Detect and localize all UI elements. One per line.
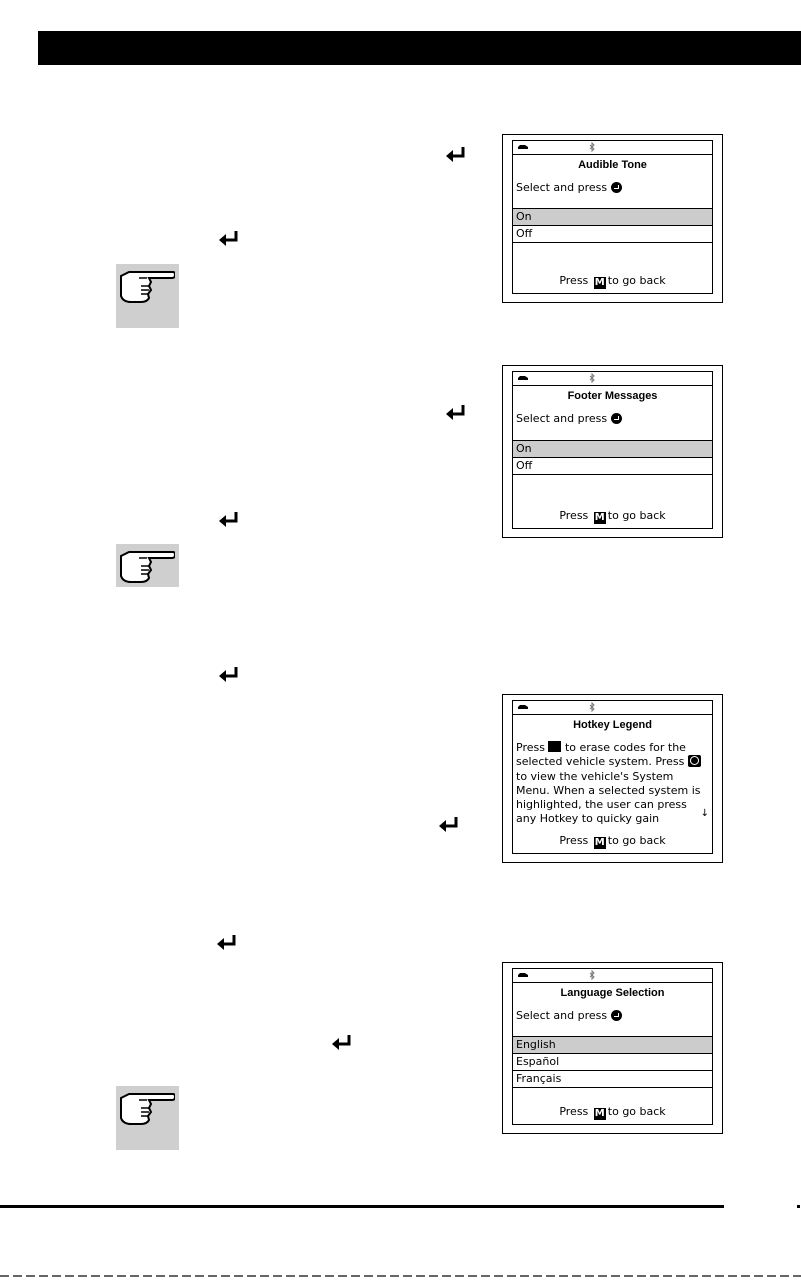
pointing-hand-note-icon — [116, 544, 179, 587]
car-icon — [518, 145, 528, 149]
car-icon — [518, 705, 528, 709]
option-off[interactable]: Off — [513, 225, 712, 243]
screen-title: Audible Tone — [578, 159, 647, 171]
enter-key-icon — [438, 816, 460, 834]
enter-key-icon — [218, 511, 240, 529]
option-list: On Off — [513, 208, 712, 243]
status-bar — [513, 969, 712, 983]
option-on[interactable]: On — [513, 208, 712, 225]
m-key-icon: M — [593, 1108, 606, 1120]
screen-prompt: Select and press — [516, 412, 623, 425]
option-list: English Español Français — [513, 1036, 712, 1088]
option-english[interactable]: English — [513, 1036, 712, 1053]
enter-key-icon — [216, 934, 238, 952]
m-key-icon: M — [593, 277, 606, 289]
hotkey-legend-screen: Hotkey Legend Press to erase codes for t… — [502, 694, 723, 863]
option-list: On Off — [513, 440, 712, 475]
language-selection-screen: Language Selection Select and press Engl… — [502, 962, 723, 1134]
bluetooth-icon — [589, 373, 595, 383]
screen-title: Footer Messages — [567, 390, 658, 402]
enter-icon — [611, 182, 623, 193]
option-espanol[interactable]: Español — [513, 1053, 712, 1070]
screen-prompt: Select and press — [516, 181, 623, 194]
status-bar — [513, 701, 712, 715]
m-key-icon: M — [593, 837, 606, 849]
option-francais[interactable]: Français — [513, 1070, 712, 1088]
option-off[interactable]: Off — [513, 457, 712, 475]
screen-title: Language Selection — [560, 987, 665, 999]
car-icon — [518, 376, 528, 380]
system-menu-hotkey-icon — [687, 755, 701, 768]
bluetooth-icon — [589, 142, 595, 152]
bluetooth-icon — [589, 702, 595, 712]
scroll-down-icon[interactable]: ↓ — [700, 808, 709, 819]
option-on[interactable]: On — [513, 440, 712, 457]
audible-tone-screen: Audible Tone Select and press On Off Pre… — [502, 134, 723, 303]
m-key-icon: M — [593, 512, 606, 524]
enter-icon — [611, 1010, 623, 1021]
enter-key-icon — [218, 666, 240, 684]
status-bar — [513, 141, 712, 155]
enter-key-icon — [445, 146, 467, 164]
footer-tick — [797, 1205, 800, 1208]
pointing-hand-note-icon — [116, 264, 179, 328]
header-bar — [38, 31, 801, 65]
enter-key-icon — [331, 1034, 353, 1052]
enter-key-icon — [218, 230, 240, 248]
pointing-hand-note-icon — [116, 1086, 179, 1150]
screen-title: Hotkey Legend — [573, 719, 652, 731]
legend-text: Press to erase codes for the selected ve… — [516, 741, 701, 826]
bluetooth-icon — [589, 970, 595, 980]
car-icon — [518, 973, 528, 977]
footer-rule — [0, 1205, 724, 1208]
footer-messages-screen: Footer Messages Select and press On Off … — [502, 365, 723, 538]
status-bar — [513, 372, 712, 386]
bottom-edge-marks — [0, 1275, 801, 1277]
screen-prompt: Select and press — [516, 1009, 623, 1022]
enter-icon — [611, 413, 623, 424]
erase-hotkey-icon — [548, 741, 562, 752]
enter-key-icon — [445, 404, 467, 422]
